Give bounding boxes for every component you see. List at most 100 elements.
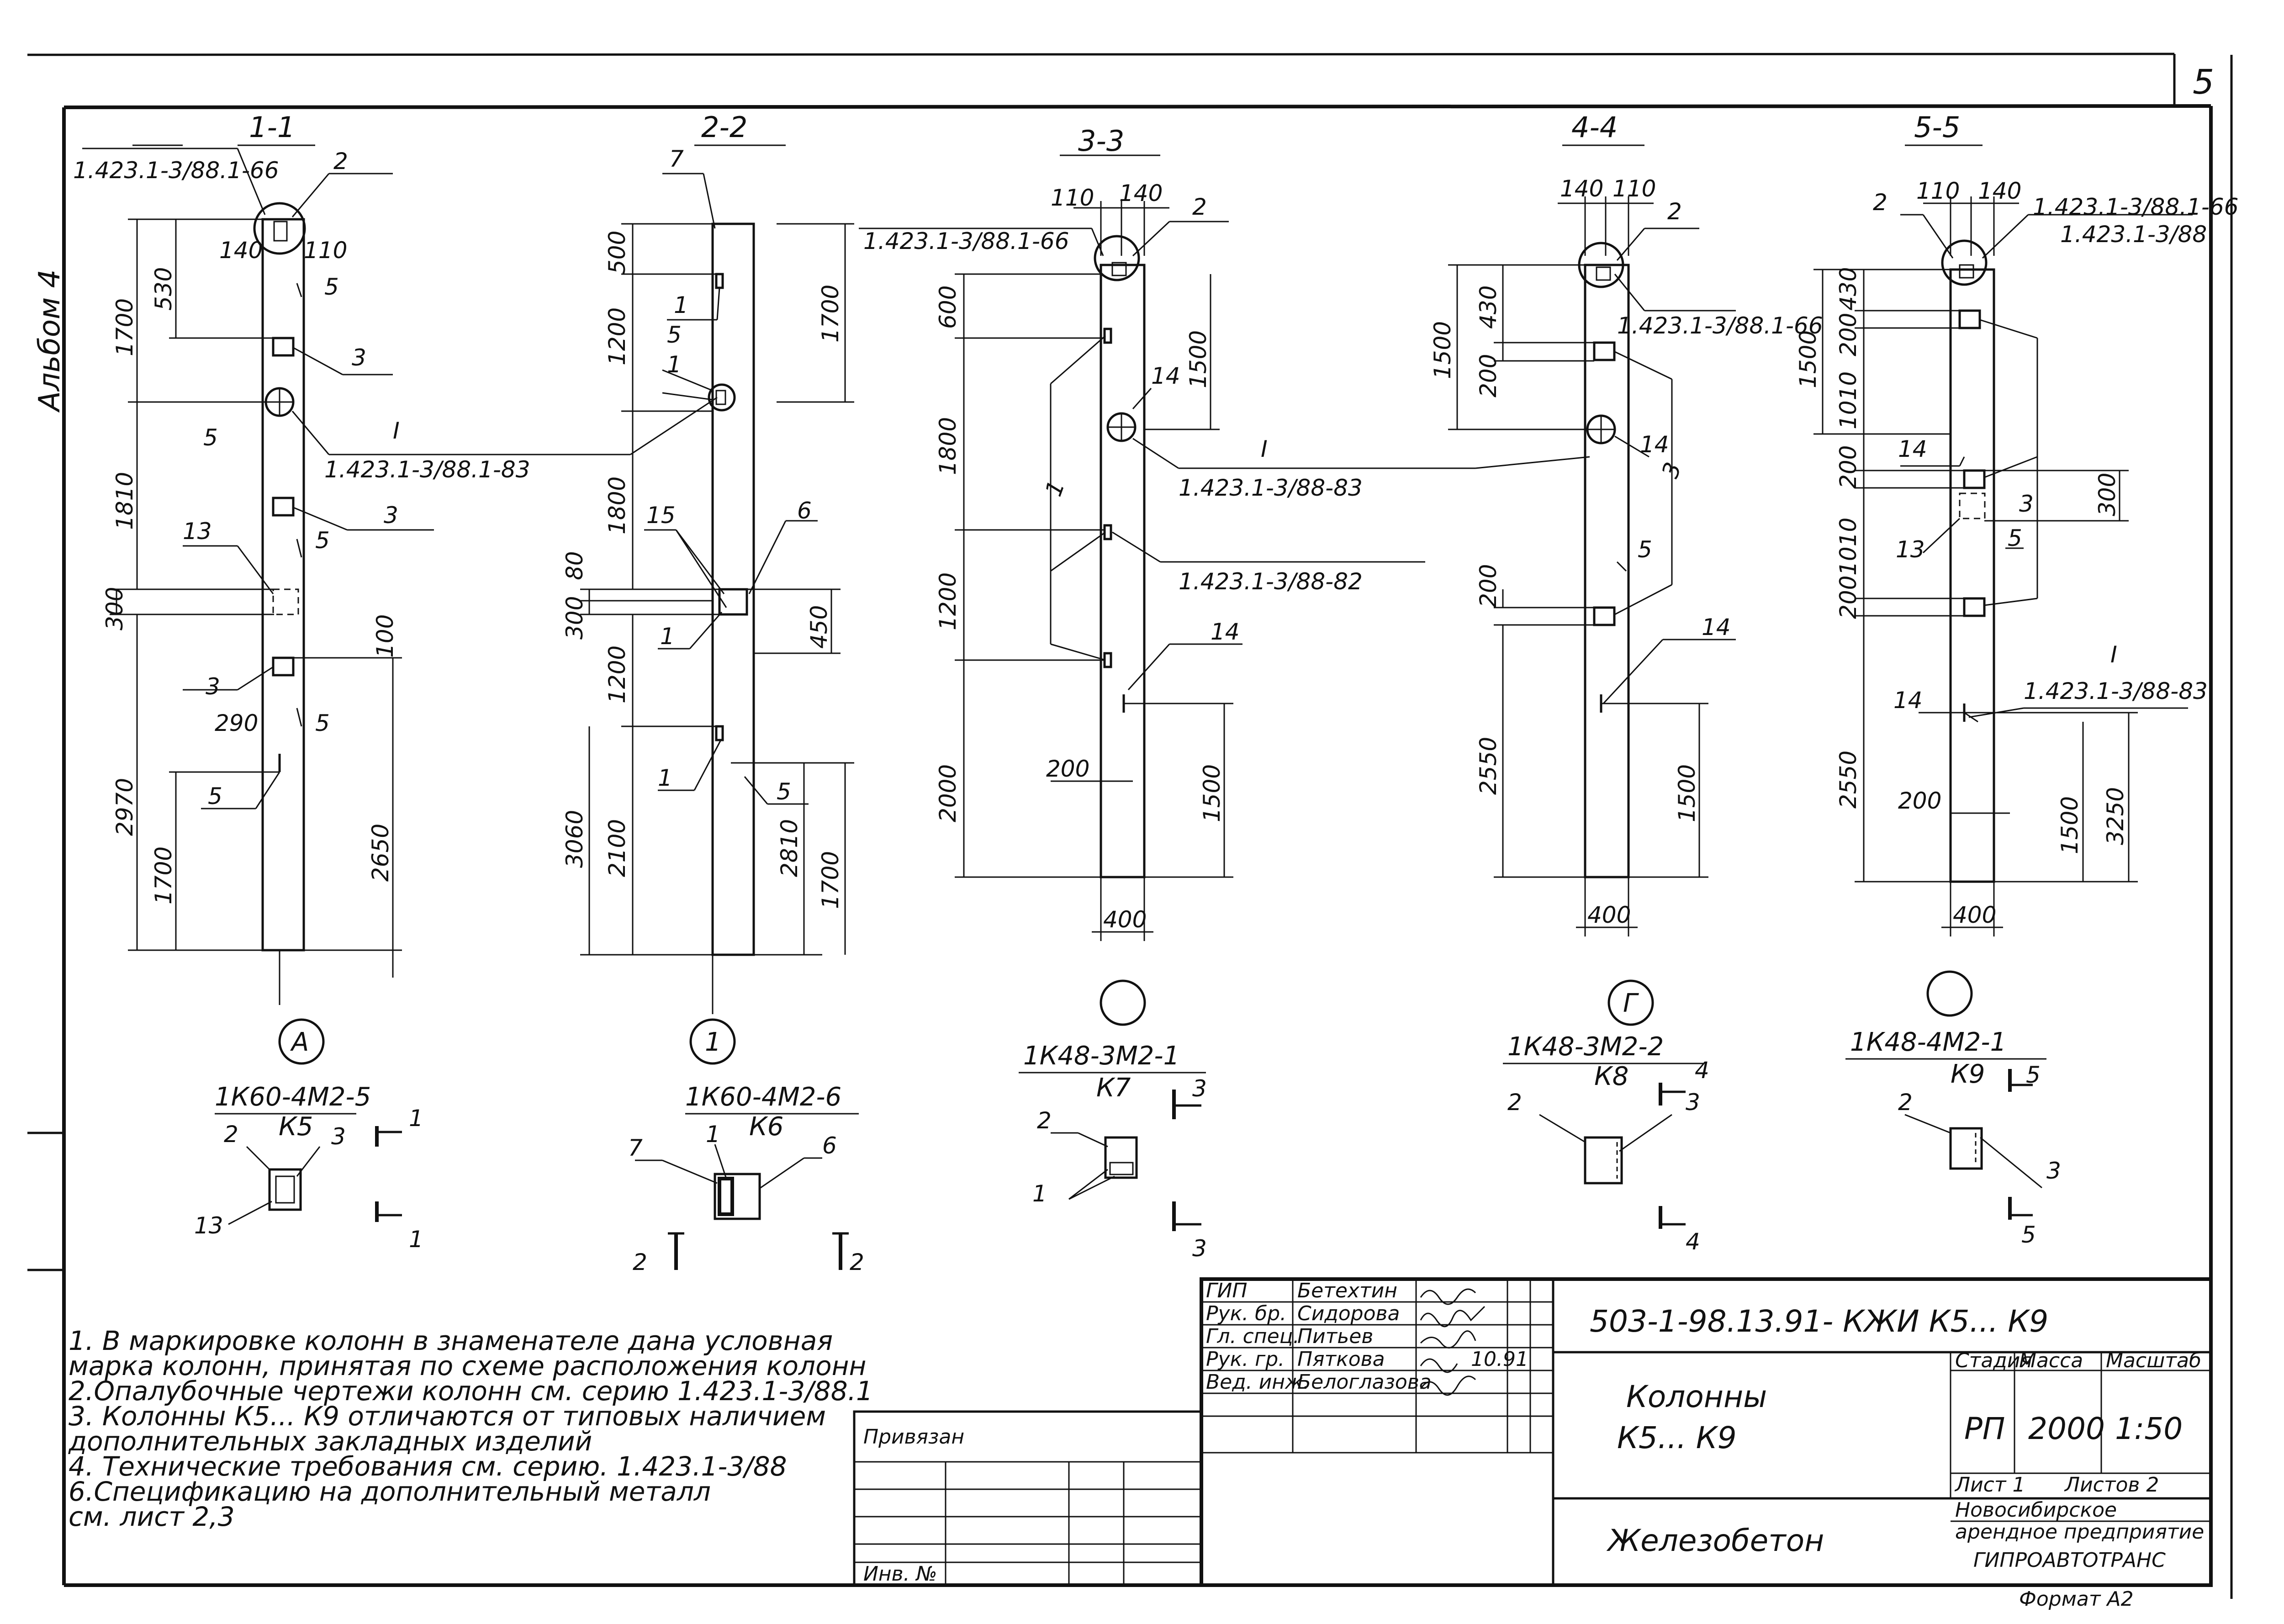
item-label: 14 — [1702, 614, 1731, 640]
note-line: марка колонн, принятая по схеме располож… — [69, 1350, 866, 1381]
axis-bubble — [1100, 979, 1146, 1026]
column-mark: 1К60-4М2-5 — [215, 1082, 371, 1112]
item-label: 2 — [333, 148, 348, 175]
dim-label: 200 — [1898, 788, 1941, 814]
note-line: 1. В маркировке колонн в знаменателе дан… — [69, 1325, 833, 1356]
cut-label: 2 — [633, 1249, 647, 1275]
dim-label: 300 — [561, 596, 588, 640]
note-line: 2.Опалубочные чертежи колонн см. серию 1… — [69, 1375, 873, 1407]
dim-label: 450 — [806, 605, 832, 649]
item-label: 1 — [674, 292, 688, 318]
mass-header: Масса — [2019, 1349, 2083, 1372]
ref-label: 1.423.1-3/88-82 — [1179, 568, 1363, 595]
note-line: дополнительных закладных изделий — [68, 1426, 592, 1457]
item-label: 5 — [315, 710, 330, 736]
column-mark-short: К8 — [1594, 1062, 1628, 1091]
org-name: ГИПРОАВТОТРАНС — [1973, 1549, 2166, 1572]
dim-label: 2550 — [1475, 737, 1502, 795]
dim-label: 400 — [1103, 906, 1147, 933]
dim-label: 110 — [1916, 178, 1960, 204]
dim-label: 1500 — [2057, 796, 2083, 854]
column-mark-short: К9 — [1951, 1059, 1985, 1089]
cut-label: 4 — [1686, 1228, 1700, 1255]
item-label: 2 — [1667, 198, 1682, 225]
axis-bubble — [689, 1018, 736, 1065]
binding-label: Привязан — [863, 1425, 964, 1449]
dim-label: 500 — [604, 231, 630, 274]
cut-label: 4 — [1695, 1057, 1709, 1084]
plan-item-label: 3 — [2046, 1158, 2061, 1184]
item-label: 7 — [669, 146, 684, 172]
general-notes: 1. В маркировке колонн в знаменателе дан… — [68, 1325, 873, 1532]
signer-name: Бетехтин — [1297, 1279, 1397, 1302]
plan-item-label: 2 — [1037, 1107, 1052, 1134]
cut-label: 5 — [2021, 1222, 2036, 1248]
dim-label: 200 — [1475, 564, 1502, 608]
signer-name: Белоглазова — [1297, 1370, 1432, 1394]
item-label: 5 — [777, 778, 791, 805]
scale-header: Масштаб — [2106, 1349, 2201, 1372]
item-label: 1 — [658, 765, 672, 791]
dim-label: 1700 — [150, 846, 177, 905]
dim-label: 430 — [1475, 286, 1502, 329]
item-label: 6 — [797, 497, 812, 524]
sheet-label: Лист 1 — [1954, 1473, 2025, 1497]
drawing-code: 503-1-98.13.91- КЖИ К5... К9 — [1590, 1304, 2048, 1339]
plan-item-label: 7 — [628, 1135, 643, 1161]
dim-label: 1500 — [1185, 330, 1211, 388]
dim-label: 200 — [1475, 354, 1502, 397]
dim-label: 300 — [101, 587, 128, 630]
dim-label: 1700 — [111, 298, 138, 356]
column-plan — [1584, 1136, 1623, 1185]
ref-label: 1.423.1-3/88.1-83 — [324, 456, 530, 483]
dim-label: 110 — [1051, 185, 1094, 211]
item-label: 5 — [315, 527, 330, 554]
cut-label: 1 — [409, 1105, 423, 1132]
column-body — [1584, 264, 1630, 878]
column-mark: 1К60-4М2-6 — [685, 1082, 841, 1112]
sheet-number: 5 — [2193, 63, 2214, 102]
item-label: 1 — [1040, 477, 1070, 500]
section-4-4: 4-4 — [1429, 111, 1823, 1255]
ref-label: 1.423.1-3/88.1-66 — [73, 157, 279, 184]
section-1-1: 1-1 — [73, 111, 718, 1253]
note-line: 6.Спецификацию на дополнительный металл — [69, 1476, 711, 1507]
dim-label: 2650 — [367, 824, 394, 882]
note-line: см. лист 2,3 — [69, 1501, 235, 1532]
section-title: 1-1 — [249, 111, 295, 144]
role-label: Вед. инж. — [1206, 1370, 1310, 1394]
plan-item-label: 6 — [822, 1132, 837, 1159]
axis-label: 1 — [705, 1027, 721, 1057]
role-label: ГИП — [1206, 1279, 1248, 1302]
album-label: Альбом 4 — [33, 270, 67, 413]
item-label: 2 — [1873, 189, 1887, 216]
column-body — [1100, 264, 1146, 878]
item-label: 5 — [324, 274, 339, 300]
dim-label: 1010 — [1835, 371, 1861, 429]
drawing-title-line2: К5... К9 — [1617, 1420, 1737, 1455]
column-mark: 1К48-4М2-1 — [1850, 1027, 2006, 1057]
dim-label: 1500 — [1429, 321, 1456, 379]
dim-label: 200 — [1046, 756, 1089, 782]
signer-name: Питьев — [1297, 1325, 1373, 1348]
dim-label: 430 — [1835, 267, 1861, 311]
dim-label: 2810 — [776, 819, 803, 877]
dim-label: 2000 — [935, 764, 961, 822]
callout-label: I — [393, 418, 400, 444]
ref-label: 1.423.1-3/88-83 — [1179, 475, 1363, 501]
item-label: 5 — [2008, 525, 2022, 551]
signature — [1420, 1358, 1458, 1373]
section-5-5: 5-5 — [1795, 111, 2239, 1248]
role-label: Гл. спец. — [1206, 1325, 1300, 1348]
dim-label: 290 — [215, 710, 258, 736]
note-line: 3. Колонны К5... К9 отличаются от типовы… — [69, 1401, 826, 1432]
cut-label: 3 — [1192, 1235, 1207, 1262]
plan-item-label: 13 — [194, 1212, 223, 1239]
material-label: Железобетон — [1606, 1523, 1824, 1558]
cut-label: 5 — [2026, 1062, 2041, 1088]
dim-label: 200 — [1835, 576, 1861, 619]
dim-label: 110 — [304, 237, 347, 264]
item-label: 14 — [1640, 431, 1669, 458]
column-body — [1949, 268, 1995, 883]
ref-label: 1.423.1-3/88-83 — [2024, 678, 2208, 704]
